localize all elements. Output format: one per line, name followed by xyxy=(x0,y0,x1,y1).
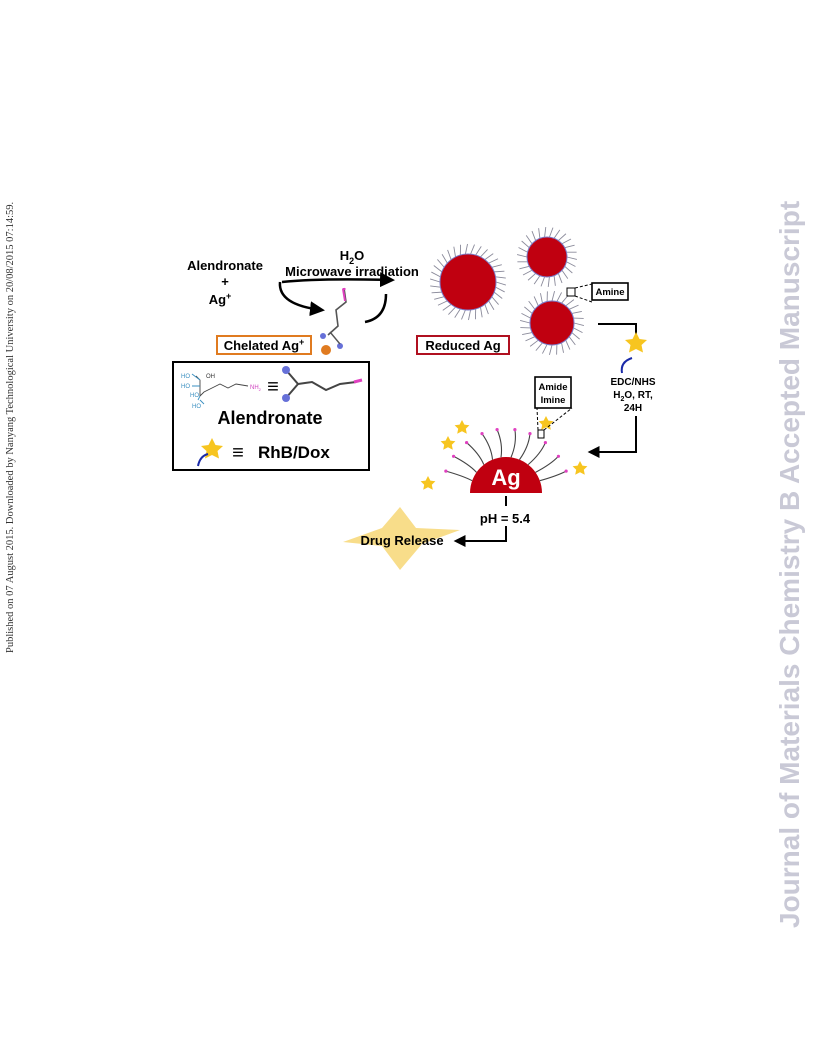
arrow-to-drug-release xyxy=(453,526,507,547)
ag-core-label: Ag xyxy=(491,465,520,490)
conjugate-ligand-tip xyxy=(495,428,499,432)
imine-label: Imine xyxy=(541,395,566,406)
conjugate-ligand-tip xyxy=(451,454,456,458)
amide-label: Amide xyxy=(538,382,567,393)
microwave-label: Microwave irradiation xyxy=(285,264,419,279)
water-label: H2O xyxy=(340,248,365,266)
conjugated-dye-star xyxy=(538,416,554,430)
water-h: H xyxy=(340,248,349,263)
water-sub: 2 xyxy=(349,256,354,266)
amine-zoom-box xyxy=(566,287,576,297)
edc-h: H xyxy=(613,390,620,401)
struct-nh-sub: 2 xyxy=(259,387,262,392)
conjugate-ligand-tip xyxy=(444,469,448,473)
struct-ho-1: HO xyxy=(181,374,190,380)
legend-rhb-dox: RhB/Dox xyxy=(258,443,330,462)
arrow-to-ag-conjugate xyxy=(587,416,637,458)
struct-nh: NH xyxy=(250,385,259,391)
chelated-text: Chelated Ag xyxy=(224,338,299,353)
conjugate-ligand-chain xyxy=(527,442,546,466)
conjugate-ligand-chain xyxy=(535,455,559,473)
edc-line3: 24H xyxy=(624,403,642,414)
legend-box xyxy=(172,361,370,471)
conjugate-ligand-tip xyxy=(513,428,517,432)
conjugate-ligand-tip xyxy=(464,440,469,445)
conjugated-dye-star xyxy=(454,420,470,434)
edc-line2: H2O, RT, xyxy=(613,390,653,403)
legend-alendronate: Alendronate xyxy=(217,408,322,428)
reactant-ag-charge: + xyxy=(226,291,231,301)
amine-label: Amine xyxy=(595,287,624,298)
struct-ho-2: HO xyxy=(181,384,190,390)
reduced-box xyxy=(416,335,510,355)
conjugated-dye-star xyxy=(440,436,456,450)
arrow-return-curve xyxy=(364,293,388,324)
conjugate-ligand-chain xyxy=(510,429,516,458)
reactant-alendronate: Alendronate xyxy=(187,258,263,273)
chelated-ligand xyxy=(320,287,347,355)
edc-sub: 2 xyxy=(620,396,624,403)
conjugate-ligand-tip xyxy=(543,440,548,445)
alendronate-structure: HO HO OH HO HO NH2 xyxy=(181,373,262,410)
amide-box xyxy=(534,376,572,409)
ligand-symbol xyxy=(282,366,363,402)
journal-watermark: Journal of Materials Chemistry B Accepte… xyxy=(774,200,805,928)
chelated-charge: + xyxy=(299,337,304,347)
nanoparticle-top-right xyxy=(516,226,578,288)
struct-oh: OH xyxy=(206,374,215,380)
edc-rest: O, RT, xyxy=(624,390,653,401)
ag-ion-dot xyxy=(321,345,331,355)
conjugate-ligand-tip xyxy=(564,469,568,473)
ag-core-halfcircle xyxy=(470,457,542,493)
conjugated-dye-star xyxy=(420,476,436,490)
nanoparticle-bottom-right xyxy=(519,290,585,356)
conjugated-dye-star xyxy=(572,461,588,475)
water-o: O xyxy=(354,248,364,263)
reactant-ag-ion: Ag+ xyxy=(209,291,232,307)
edc-line1: EDC/NHS xyxy=(610,377,655,388)
reactant-ag-text: Ag xyxy=(209,292,226,307)
conjugate-ligand-chain xyxy=(466,442,485,465)
synthesis-scheme: Alendronate + Ag+ H2O Microwave irradiat… xyxy=(172,226,656,570)
nanoparticle-group xyxy=(429,226,585,356)
reduced-label: Reduced Ag xyxy=(425,338,500,353)
chelated-label: Chelated Ag+ xyxy=(224,337,305,353)
legend-star-icon xyxy=(197,438,223,467)
conjugate-ligand-chain xyxy=(519,433,531,460)
struct-ho-3: HO xyxy=(190,393,199,399)
ph-label: pH = 5.4 xyxy=(480,511,531,526)
reactant-plus: + xyxy=(221,274,229,289)
arrow-to-reduced xyxy=(281,272,395,288)
chelated-box xyxy=(216,335,312,355)
conjugate-ligand-chain xyxy=(481,433,494,460)
arrow-to-chelated xyxy=(278,281,325,317)
amide-zoom-box xyxy=(537,429,545,439)
conjugate-ligand-tip xyxy=(480,432,484,436)
drug-release-burst xyxy=(343,507,460,570)
conjugate-ligand-tip xyxy=(528,432,532,436)
drug-release-label: Drug Release xyxy=(360,533,443,548)
nanoparticle-large xyxy=(429,243,507,321)
struct-nh2: NH2 xyxy=(250,385,262,392)
amine-box xyxy=(591,282,629,301)
conjugate-ligand-chain xyxy=(453,455,477,473)
legend-equiv-2: ≡ xyxy=(232,442,244,464)
conjugate-ligand-chain xyxy=(496,429,503,458)
dye-star-right xyxy=(620,332,647,374)
legend-equiv-1: ≡ xyxy=(267,376,279,398)
conjugate-ligand-chain xyxy=(445,470,473,482)
struct-ho-4: HO xyxy=(192,404,201,410)
conjugate-ligand-tip xyxy=(556,454,561,458)
publication-note: Published on 07 August 2015. Downloaded … xyxy=(5,201,16,653)
conjugate-ligands xyxy=(420,416,588,490)
conjugate-ligand-chain xyxy=(539,470,567,482)
